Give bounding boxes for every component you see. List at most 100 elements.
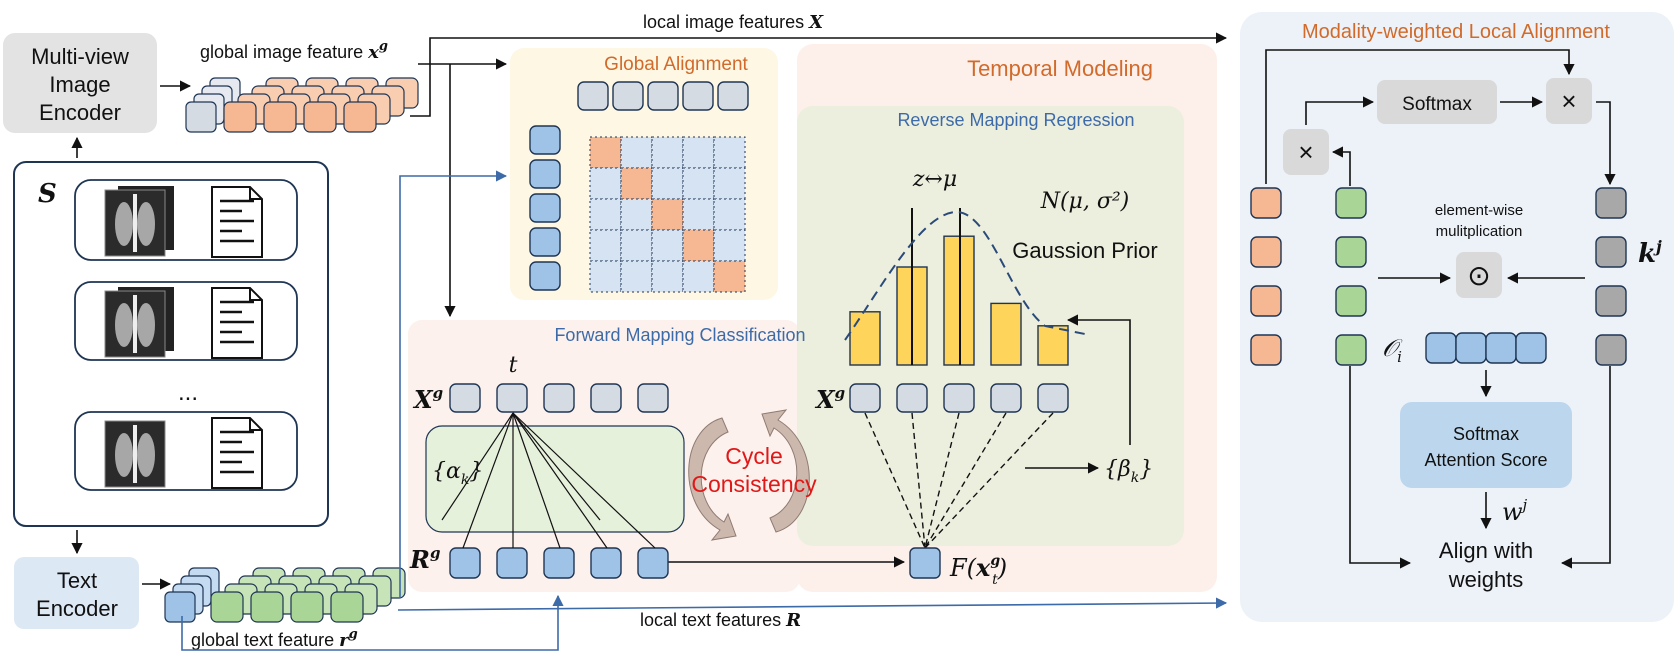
local-feature-token — [343, 101, 377, 133]
local-image-features-label: local image features X — [643, 12, 824, 33]
lung-left — [115, 202, 133, 246]
forward-xg-token — [590, 383, 622, 413]
o-token-row — [1425, 332, 1547, 364]
reverse-xg-token — [990, 383, 1022, 413]
align-label-line2: weights — [1448, 567, 1524, 592]
arrow-text-col-to-align — [1349, 366, 1412, 569]
report-corner — [249, 418, 262, 431]
attention-label-line1: Softmax — [1453, 424, 1519, 444]
alpha-label: {αk} — [432, 459, 483, 488]
global-text-feature-label: global text feature rg — [191, 627, 358, 651]
forward-mapping-line — [512, 412, 656, 549]
forward-rg-label: Rg — [409, 544, 440, 574]
input-set-ellipsis: ... — [178, 379, 198, 406]
arrow-local-text-to-mwla — [397, 597, 1228, 611]
forward-rg-token — [496, 547, 528, 579]
global-feature-token — [185, 101, 217, 133]
report-corner — [249, 187, 262, 200]
local-text-token — [210, 591, 244, 623]
softmax-box — [1377, 80, 1497, 124]
spine — [133, 295, 137, 353]
image-encoder-line1: Multi-view — [31, 44, 129, 69]
matrix-cell — [713, 198, 746, 231]
text-encoder-line1: Text — [57, 568, 97, 593]
image-encoder-line2: Image — [49, 72, 110, 97]
elementwise-symbol: ⊙ — [1467, 260, 1490, 291]
image-encoder-box — [3, 33, 157, 133]
local-text-token — [250, 591, 284, 623]
z-mu-label: z↔μ — [912, 167, 957, 192]
matrix-cell — [651, 136, 684, 169]
w-label: wj — [1502, 496, 1528, 526]
similarity-matrix — [589, 136, 746, 293]
forward-rg-token — [637, 547, 669, 579]
matrix-cell — [682, 136, 715, 169]
text-feature-stack — [164, 567, 406, 623]
forward-rg-token — [449, 547, 481, 579]
forward-xg-tokens — [449, 383, 669, 413]
matrix-diagonal-cell — [589, 136, 622, 169]
local-text-features-label: local text features R — [640, 610, 801, 631]
align-label-line1: Align with — [1439, 538, 1533, 563]
elementwise-label-line2: mulitplication — [1436, 223, 1523, 240]
forward-mapping-title: Forward Mapping Classification — [554, 325, 805, 345]
matrix-cell — [589, 167, 622, 200]
o-token — [1515, 332, 1547, 364]
forward-xg-token — [637, 383, 669, 413]
arrow-k-col-to-align — [1560, 366, 1611, 569]
forward-rg-tokens — [449, 547, 669, 579]
reverse-xg-token — [1037, 383, 1069, 413]
local-text-token — [330, 591, 364, 623]
lung-left — [115, 303, 133, 347]
matrix-diagonal-cell — [713, 260, 746, 293]
reverse-dashed-line — [924, 412, 1007, 549]
matrix-cell — [713, 167, 746, 200]
k-token — [1595, 285, 1627, 317]
forward-xg-label: Xg — [412, 384, 443, 414]
elementwise-box — [1456, 252, 1502, 298]
o-token — [1455, 332, 1487, 364]
local-text-token — [1335, 285, 1367, 317]
k-token — [1595, 334, 1627, 366]
gaussian-bars — [849, 208, 1069, 366]
arrow-text-to-mult — [1331, 146, 1351, 186]
local-image-token — [1250, 236, 1282, 268]
global-image-feature-label: global image feature xg — [200, 39, 388, 63]
reverse-dashed-lines — [864, 412, 1054, 549]
k-token — [1595, 187, 1627, 219]
matrix-cell — [651, 260, 684, 293]
local-feature-token — [303, 101, 337, 133]
matrix-diagonal-cell — [620, 167, 653, 200]
gaussian-formula: N(μ, σ²) — [1040, 189, 1130, 214]
matrix-cell — [651, 229, 684, 262]
attention-box — [1400, 402, 1572, 488]
global-alignment-image-tokens — [577, 81, 749, 111]
xray-report-pair — [74, 411, 298, 491]
beta-label: {βk} — [1104, 457, 1153, 486]
local-text-token — [290, 591, 324, 623]
matrix-cell — [682, 260, 715, 293]
reverse-xg-token — [849, 383, 881, 413]
global-image-token — [577, 81, 609, 111]
attention-label-line2: Attention Score — [1424, 450, 1547, 470]
global-image-token — [717, 81, 749, 111]
mwla-title: Modality-weighted Local Alignment — [1302, 21, 1610, 43]
forward-xg-token — [543, 383, 575, 413]
matrix-cell — [713, 229, 746, 262]
forward-rg-token — [590, 547, 622, 579]
matrix-diagonal-cell — [651, 198, 684, 231]
gaussian-prior-label: Gaussion Prior — [1012, 238, 1158, 263]
global-text-token — [529, 125, 561, 155]
mwla-token-columns — [1250, 187, 1627, 366]
global-text-token — [529, 227, 561, 257]
multiply-symbol-left: × — [1298, 137, 1313, 167]
cycle-arrow-left — [688, 417, 737, 541]
global-image-token — [647, 81, 679, 111]
local-text-token — [1335, 236, 1367, 268]
local-text-token — [1335, 334, 1367, 366]
global-text-token — [529, 193, 561, 223]
image-encoder-line3: Encoder — [39, 100, 121, 125]
t-label: t — [509, 353, 518, 378]
forward-rg-token — [543, 547, 575, 579]
